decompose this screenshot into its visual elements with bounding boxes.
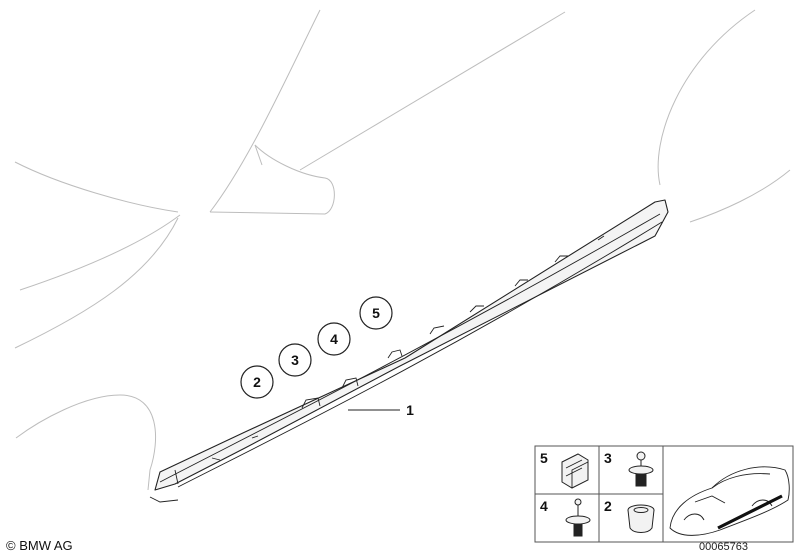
legend-cell-car-overview xyxy=(662,445,794,543)
car-overview-icon xyxy=(669,466,790,536)
callout-1: 1 xyxy=(348,402,414,418)
legend-label-3: 3 xyxy=(604,450,612,466)
callout-4: 4 xyxy=(317,322,351,356)
side-sill-cover xyxy=(149,199,669,503)
diagram-id: 00065763 xyxy=(699,541,748,553)
grommet-part xyxy=(627,504,655,533)
clip-part xyxy=(561,453,589,489)
callout-label-3: 3 xyxy=(291,352,299,368)
legend-label-5: 5 xyxy=(540,450,548,466)
parts-legend: 5 3 4 2 xyxy=(534,445,794,543)
copyright-notice: © BMW AG xyxy=(6,538,73,553)
car-body-outline xyxy=(14,9,791,491)
callout-5: 5 xyxy=(359,296,393,330)
legend-label-2: 2 xyxy=(604,498,612,514)
screw-part xyxy=(565,498,591,537)
legend-label-4: 4 xyxy=(540,498,548,514)
callout-2: 2 xyxy=(240,365,274,399)
callout-label-1: 1 xyxy=(406,402,414,418)
expanding-rivet-part xyxy=(628,451,654,487)
callout-3: 3 xyxy=(278,343,312,377)
callout-label-5: 5 xyxy=(372,305,380,321)
callout-label-2: 2 xyxy=(253,374,261,390)
callout-label-4: 4 xyxy=(330,331,338,347)
